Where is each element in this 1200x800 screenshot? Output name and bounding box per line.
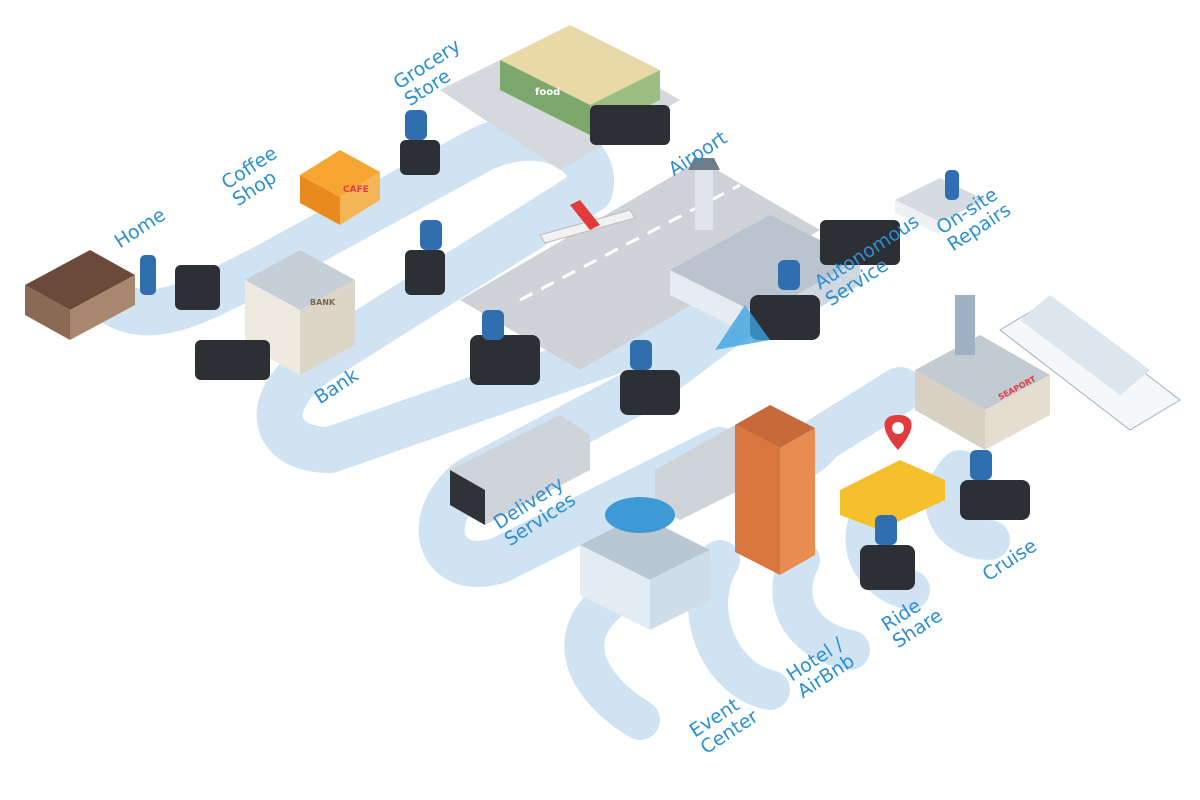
delivery-van <box>450 415 590 525</box>
coffee-shop-building: CAFE <box>300 150 380 225</box>
hotel-building <box>735 405 815 575</box>
event-center-building <box>580 497 710 630</box>
ride-share-car <box>840 460 945 530</box>
location-pin-icon <box>884 415 912 450</box>
repairs-desk <box>895 178 985 235</box>
home-building <box>25 250 135 340</box>
delivery-van-2 <box>655 425 760 520</box>
airplane <box>539 200 636 244</box>
seaport-building: SEAPORT <box>915 295 1050 450</box>
food-sign: food <box>535 87 560 98</box>
people <box>140 110 992 545</box>
mobility-devices <box>175 105 1030 590</box>
runway <box>460 160 820 370</box>
sensor-beam <box>715 305 770 350</box>
cruise-ship <box>999 295 1181 431</box>
bank-sign: BANK <box>310 298 336 307</box>
cafe-sign: CAFE <box>343 185 369 195</box>
